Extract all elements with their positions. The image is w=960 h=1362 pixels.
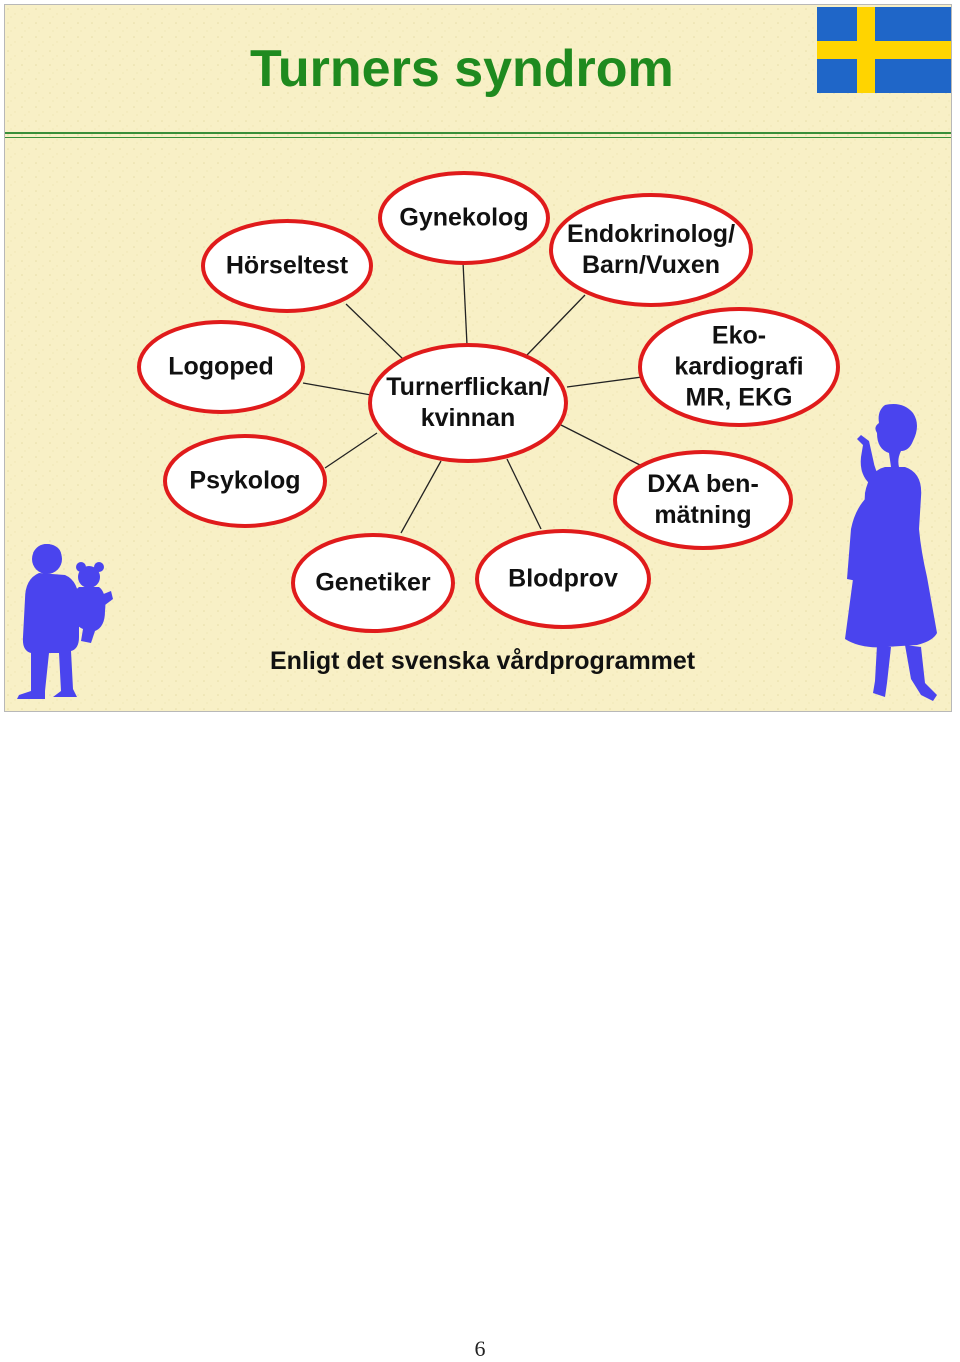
node-label-gynekolog: Gynekolog (399, 203, 528, 234)
node-label-line: Barn/Vuxen (581, 251, 721, 279)
node-bubble-gynekolog (378, 171, 550, 265)
connector-genetiker (400, 460, 442, 534)
node-label-psykolog: Psykolog (189, 466, 300, 497)
node-label-line: Endokrinolog/ (566, 220, 736, 248)
node-label-line: kvinnan (420, 404, 516, 432)
node-label-line: Hörseltest (225, 251, 349, 280)
node-bubble-psykolog (163, 434, 327, 528)
node-bubble-genetiker (291, 533, 455, 633)
node-bubble-logoped (137, 320, 305, 414)
connector-ekokardiografi (566, 376, 643, 388)
connector-psykolog (324, 432, 378, 469)
child-with-teddy-bear-icon (17, 544, 113, 699)
node-bubble-endokrinolog (549, 193, 753, 307)
connector-blodprov (506, 458, 542, 530)
title-rule-thick (5, 132, 951, 134)
swedish-flag-icon (817, 7, 951, 93)
node-label-line: Blodprov (508, 564, 618, 593)
node-bubble-horseltest (201, 219, 373, 313)
connector-logoped (302, 382, 372, 396)
node-label-line: DXA ben- (647, 470, 759, 498)
woman-silhouette-icon (845, 404, 937, 701)
node-label-line: Gynekolog (399, 203, 529, 232)
node-label-logoped: Logoped (168, 352, 274, 383)
center-node-label: Turnerflickan/kvinnan (386, 372, 549, 434)
node-label-line: MR, EKG (685, 383, 793, 412)
node-label-line: mätning (654, 501, 752, 529)
node-label-blodprov: Blodprov (508, 564, 618, 595)
node-label-endokrinolog: Endokrinolog/Barn/Vuxen (567, 219, 735, 281)
page-number: 6 (474, 1336, 486, 1361)
node-label-line: Turnerflickan/ (386, 373, 550, 401)
slide-title: Turners syndrom (250, 40, 674, 98)
node-label-horseltest: Hörseltest (226, 251, 348, 282)
care-network-diagram (137, 171, 840, 633)
node-label-line: Eko- (711, 321, 767, 350)
care-program-footnote: Enligt det svenska vårdprogrammet (270, 647, 696, 675)
connector-horseltest (345, 303, 404, 360)
slide: Turners syndrom Turnerflickan/kvinnan Hör… (4, 4, 952, 712)
node-label-line: Psykolog (189, 466, 301, 495)
node-label-genetiker: Genetiker (315, 568, 430, 599)
node-bubble-blodprov (475, 529, 651, 629)
connector-endokrinolog (526, 294, 586, 356)
connector-dxa (560, 424, 641, 466)
connector-gynekolog (462, 261, 468, 346)
title-rule-thin (5, 137, 951, 138)
node-label-line: Logoped (168, 352, 274, 381)
node-bubble-dxa (613, 450, 793, 550)
node-label-line: Genetiker (315, 568, 431, 597)
node-bubble-ekokardiografi (638, 307, 840, 427)
node-label-dxa: DXA ben-mätning (647, 469, 759, 531)
center-node-bubble (368, 343, 568, 463)
node-label-line: kardiografi (674, 352, 804, 381)
